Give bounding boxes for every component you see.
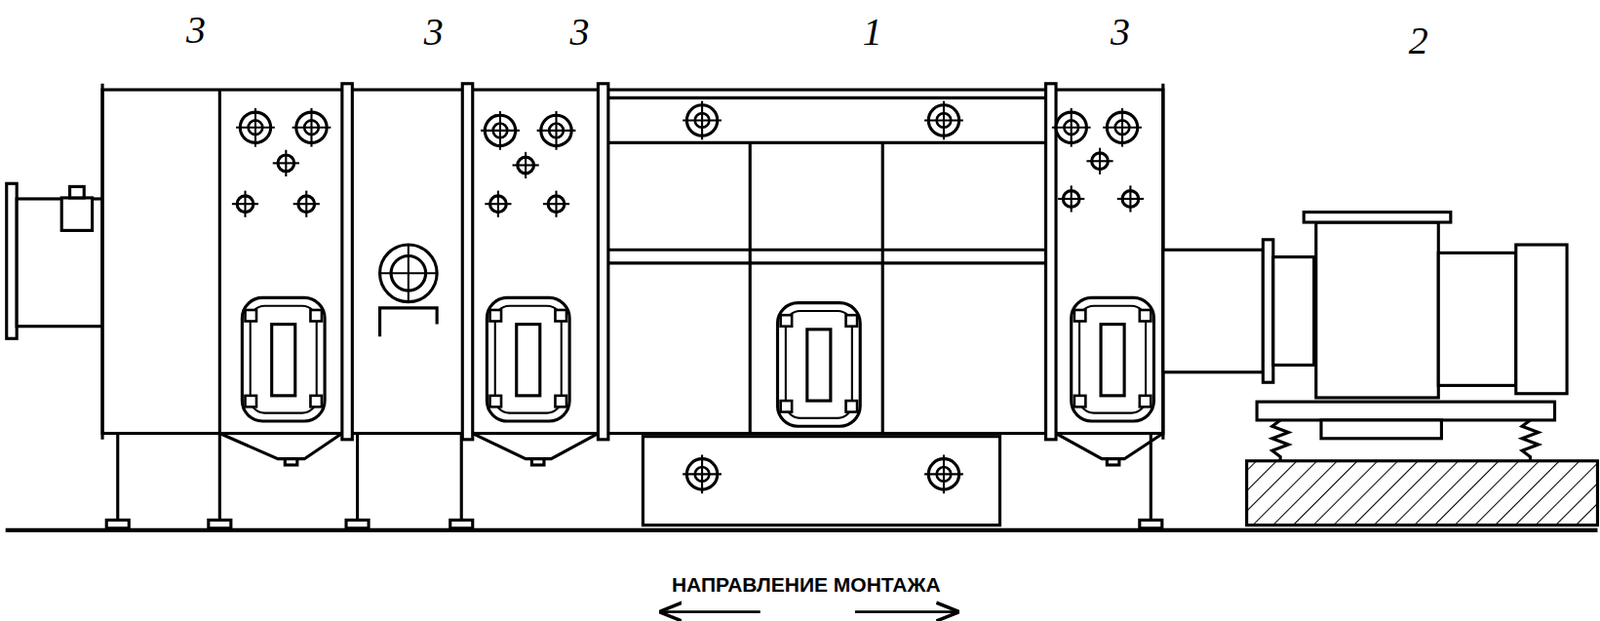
direction-label: НАПРАВЛЕНИЕ МОНТАЖА [671,574,941,595]
drawing-part [480,111,520,151]
drawing-part [380,244,438,303]
drawing-part [1321,420,1442,439]
callout-number: 3 [424,12,444,52]
drawing-part [219,433,343,460]
drawing-part [1247,461,1599,526]
drawing-part [748,142,752,433]
callout-number: 3 [1110,12,1131,52]
drawing-part [61,197,92,231]
drawing-part [100,83,104,440]
callout-number: 1 [862,12,883,52]
drawing-part [1086,148,1113,175]
drawing-part [682,455,722,495]
drawing-part [1521,420,1539,462]
drawing-part [484,191,511,218]
drawing-part [407,244,410,303]
drawing-part [342,83,352,440]
legs [106,433,1163,529]
drawing-part [241,297,325,422]
drawing-part [1106,459,1120,466]
drawing-part [380,308,438,337]
drawing-part [273,150,300,177]
drawing-part [355,433,359,523]
drawing-part [450,519,473,528]
drawing-part [661,610,760,614]
drawing-part [284,459,298,466]
drawing-part [1273,257,1315,366]
drawing-part [682,101,722,141]
drawing-part [70,186,85,198]
drawing-part [608,248,1047,252]
drawing-part [1055,433,1164,460]
drawing-part [106,519,129,528]
drawing-part [608,261,1047,265]
drawing-part [486,297,570,422]
drawing-part [232,191,259,218]
drawing-part [642,436,1000,526]
drawing-part [531,459,545,466]
drawing-part [1438,252,1516,386]
drawing-part [292,108,332,148]
drawing-part [777,303,860,428]
drawing-part [472,433,599,460]
drawing-part [1102,108,1142,148]
drawing-part [102,89,1164,433]
drawing-part [218,89,222,433]
drawing-part [208,519,232,528]
callout-number: 2 [1408,21,1429,61]
drawing-part [1272,420,1289,462]
drawing-part [608,141,1047,145]
drawing-part [1139,519,1163,528]
drawing-part [1046,83,1056,440]
drawing-part [543,191,570,218]
drawing-part [597,83,608,440]
drawing-part [235,108,275,148]
drawing-part [5,528,1599,533]
drawing-part [1516,244,1567,394]
drawing-part [1316,222,1440,398]
direction-arrows [661,610,957,614]
drawing-part [293,191,320,218]
drawing-part [460,433,464,523]
drawing-part [1163,249,1264,373]
drawing-part [608,96,1047,100]
drawing-part [1149,433,1153,523]
drawing-part [1057,185,1085,212]
callout-number: 3 [186,10,206,50]
drawing-part [1256,401,1555,421]
drawing-part [1303,212,1451,223]
unit-outline [5,83,1599,531]
drawing-part [924,455,964,495]
drawing-part [881,142,885,433]
drawing-part [116,433,119,523]
drawing-part [512,152,540,179]
drawing-part [924,101,964,141]
drawing-part [462,83,472,440]
drawing-part [1052,108,1092,148]
drawing-part [346,519,369,528]
callout-number: 3 [569,12,589,52]
fittings [232,101,1155,495]
drawing-part [1117,185,1144,212]
drawing-part [537,111,577,151]
drawing-part [1071,297,1155,422]
drawing-part [218,433,222,523]
drawing-part [855,610,958,614]
